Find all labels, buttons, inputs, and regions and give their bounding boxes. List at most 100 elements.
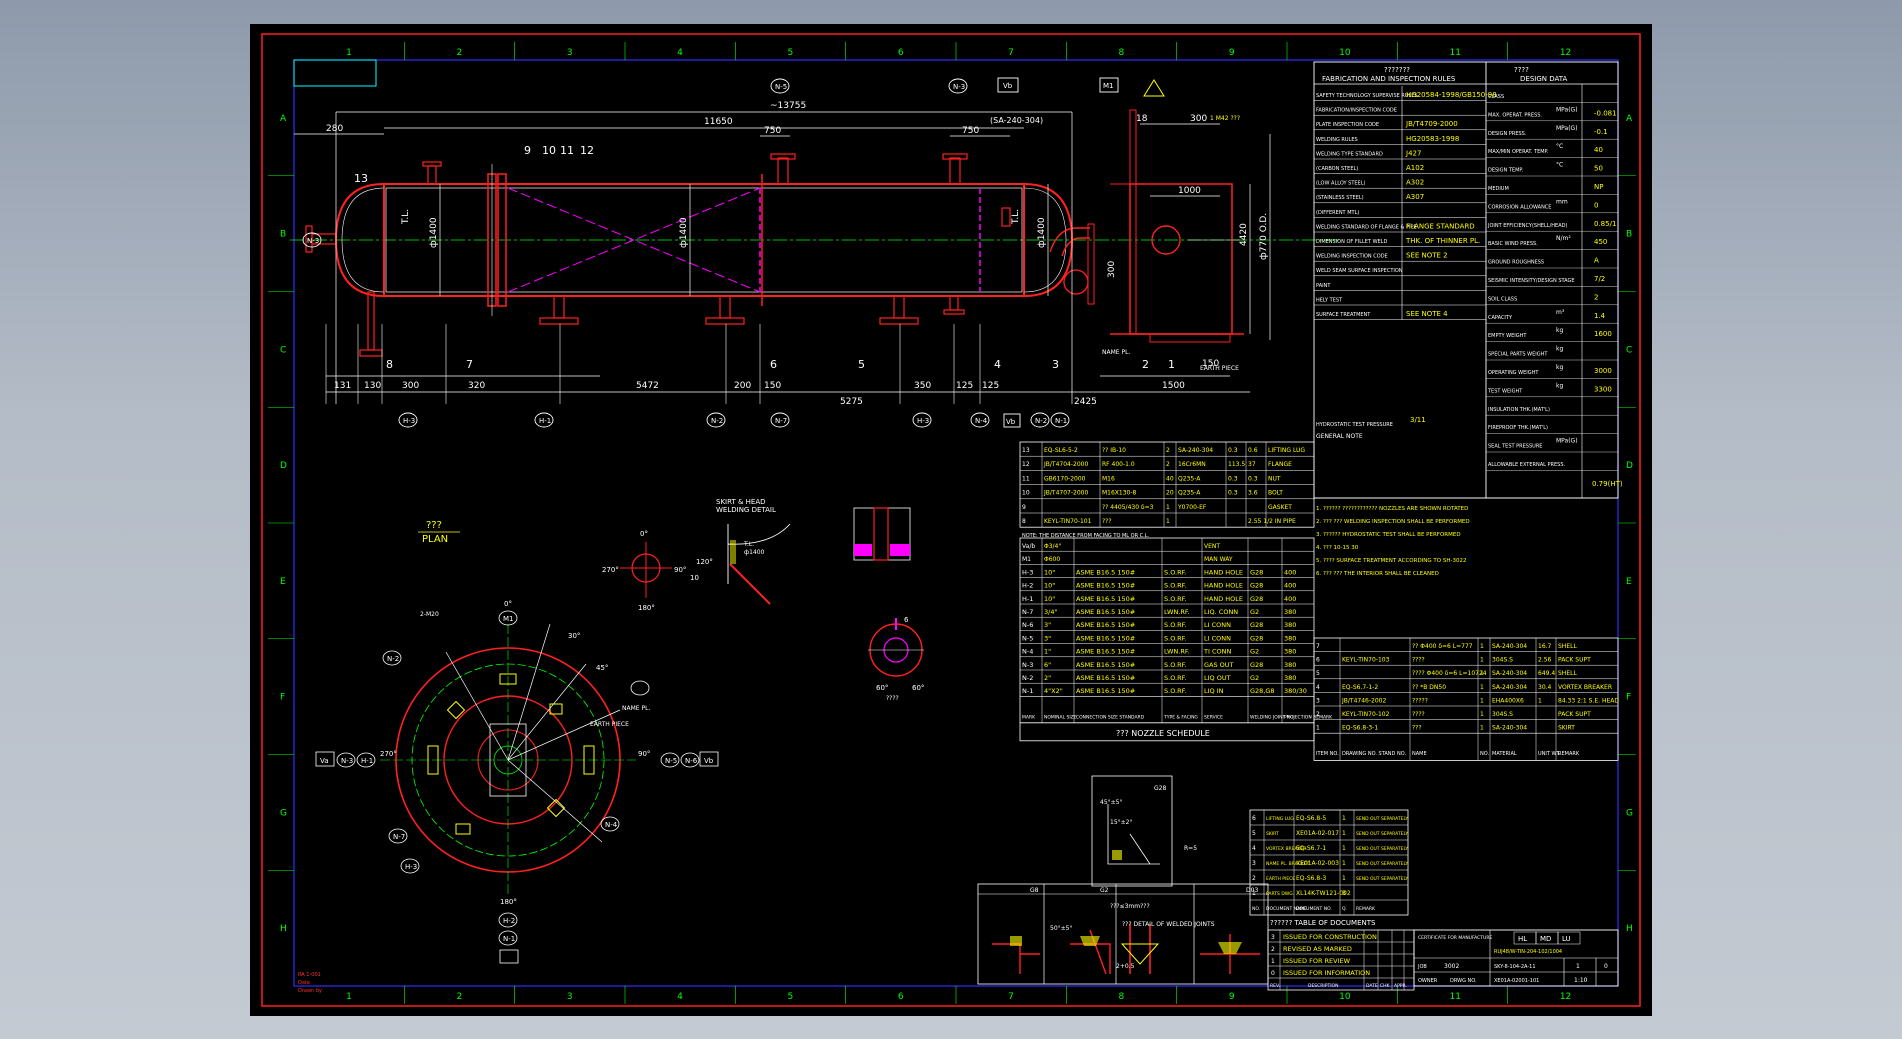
- grid-col-label: 11: [1450, 992, 1461, 1002]
- design-row-value: 1.4: [1594, 312, 1606, 320]
- parts-lower-header: NO.: [1480, 751, 1489, 757]
- fab-row-label: PLATE INSPECTION CODE: [1316, 122, 1379, 128]
- tb-cell: LU: [1562, 935, 1571, 943]
- nozzle-cell: GAS OUT: [1204, 661, 1234, 669]
- parts-lower-cell: 16.7: [1538, 643, 1552, 650]
- part-8: 8: [386, 358, 393, 371]
- grid-col-label: 12: [1560, 48, 1571, 58]
- bdim-7: 150: [764, 381, 781, 391]
- nozzle-cell: ASME B16.5 150#: [1076, 595, 1135, 603]
- weld-label: 50°±5°: [1050, 925, 1072, 932]
- fab-row-value: HG20584-1998/GB150-98: [1406, 91, 1497, 99]
- grid-col-label: 3: [567, 992, 573, 1002]
- nozzle-cell: S.O.RF.: [1164, 621, 1186, 629]
- part-cell: ?? IB-10: [1102, 447, 1126, 454]
- weld-label: ??? DETAIL OF WELDED JOINTS: [1122, 921, 1215, 928]
- weld-label: 2+0.5: [1116, 963, 1135, 970]
- dim-1000: 1000: [1178, 186, 1201, 196]
- packing-cross-b: [507, 187, 761, 293]
- part-cell: GASKET: [1268, 504, 1292, 511]
- design-row-label: GROUND ROUGHNESS: [1488, 260, 1544, 266]
- parts-lower-cell: 1: [1480, 670, 1484, 677]
- part-cell: 37: [1248, 461, 1256, 468]
- design-row-unit: kg: [1556, 364, 1563, 371]
- dim-material: (SA-240-304): [990, 116, 1043, 125]
- nozzle-cell: N-7: [1022, 608, 1033, 616]
- tag-bottom-3: N-2: [711, 417, 723, 425]
- part-9: 9: [524, 144, 531, 157]
- parts-lower-cell: EQ-S6.8-3-1: [1342, 725, 1378, 732]
- tag-bottom-1: H-3: [403, 417, 415, 425]
- design-row-label: BASIC WIND PRESS.: [1488, 241, 1538, 247]
- nozzle-cell: LWN.RF.: [1164, 608, 1190, 616]
- part-cell: 8: [1022, 518, 1026, 525]
- bdim-10: 125: [956, 381, 973, 391]
- part-cell: M16: [1102, 475, 1115, 482]
- nozzle-cell: G28: [1250, 568, 1263, 576]
- fab-row-label: (DIFFERENT MTL): [1316, 210, 1359, 216]
- design-row-unit: mm: [1556, 198, 1568, 205]
- tb-drwg: DRWG NO.: [1450, 978, 1477, 984]
- weld-label: G2: [1100, 887, 1109, 894]
- tb-job: JOB: [1417, 964, 1427, 970]
- part-cell: 2: [1166, 461, 1170, 468]
- compass-east: 90°: [674, 566, 686, 574]
- tb-sheet: 1: [1576, 963, 1580, 970]
- bdim-11: 125: [982, 381, 999, 391]
- elevation-dims: ~13755 11650 280 750 750 (SA-240-304) 18…: [307, 82, 1269, 426]
- design-row-label: MAX/MIN OPERAT. TEMP.: [1488, 149, 1549, 155]
- grid-row-label: D: [280, 461, 287, 471]
- parts-lower-cell: 4: [1316, 684, 1320, 691]
- nozzle-cell: N-5: [1022, 634, 1033, 642]
- nozzle-cell: 4"X2": [1044, 687, 1063, 695]
- nozzle-cell: G28: [1250, 634, 1263, 642]
- grid-col-label: 4: [677, 48, 683, 58]
- grid-col-label: 1: [346, 48, 352, 58]
- part-cell: Q235-A: [1178, 490, 1201, 497]
- parts-lower-cell: 649.4: [1538, 670, 1555, 677]
- fab-row-value: JB/T4709-2000: [1405, 120, 1458, 128]
- document-cell: 4: [1252, 845, 1256, 852]
- design-row-value: 0: [1594, 201, 1598, 209]
- tag-bottom-6: N-4: [975, 417, 988, 425]
- grid-row-label: D: [1626, 461, 1633, 471]
- part-cell: 0.6: [1248, 447, 1258, 454]
- design-row-label: CORROSION ALLOWANCE: [1488, 204, 1551, 210]
- nozzle-cell: S.O.RF.: [1164, 661, 1186, 669]
- plan-view: ??? PLAN: [315, 520, 719, 964]
- fab-row-value: FLANGE STANDARD: [1406, 222, 1475, 230]
- nozzle-cell: N-4: [1022, 648, 1033, 656]
- revision-header: REV.: [1270, 983, 1280, 989]
- tb-dwg-ref: SKY-8-104-2A-11: [1494, 964, 1536, 970]
- nozzle-cell: S.O.RF.: [1164, 674, 1186, 682]
- tag-bottom-8: N-2: [1035, 417, 1047, 425]
- plan-tag-n2: N-2: [387, 655, 399, 663]
- fab-subtitle: FABRICATION AND INSPECTION RULES: [1322, 75, 1456, 83]
- grid-col-label: 3: [567, 48, 573, 58]
- nozzle-cell: LIQ. CONN: [1204, 608, 1238, 616]
- nozzle-cell: 10": [1044, 595, 1055, 603]
- part-cell: 0.3: [1248, 475, 1258, 482]
- design-title: ????: [1514, 66, 1529, 74]
- parts-lower-cell: ???: [1412, 725, 1422, 732]
- parts-lower-cell: SA-240-304: [1492, 643, 1527, 650]
- plan-tag-n6: N-6: [685, 757, 698, 765]
- document-cell: 2: [1252, 875, 1256, 882]
- fab-row-label: (CARBON STEEL): [1316, 166, 1358, 172]
- dim-4420: 4420: [1239, 223, 1249, 246]
- fab-row-value: SEE NOTE 2: [1406, 252, 1448, 260]
- part-cell: 40: [1166, 475, 1174, 482]
- plan-tag-h3: H-3: [405, 863, 417, 871]
- grid-col-label: 11: [1450, 48, 1461, 58]
- document-header: Q.: [1342, 906, 1347, 912]
- design-row-value: 40: [1594, 146, 1603, 154]
- design-row-value: 450: [1594, 238, 1607, 246]
- design-row-value: NP: [1594, 183, 1603, 191]
- design-row-label: SPECIAL PARTS WEIGHT: [1488, 352, 1548, 358]
- nozzle-cell: LIQ OUT: [1204, 674, 1231, 682]
- parts-lower-cell: SA-240-304: [1492, 725, 1527, 732]
- grid-col-label: 5: [788, 48, 794, 58]
- document-cell: SKIRT: [1266, 831, 1279, 837]
- parts-lower-header: NAME: [1412, 751, 1427, 757]
- parts-lower-header: MATERIAL: [1492, 751, 1517, 757]
